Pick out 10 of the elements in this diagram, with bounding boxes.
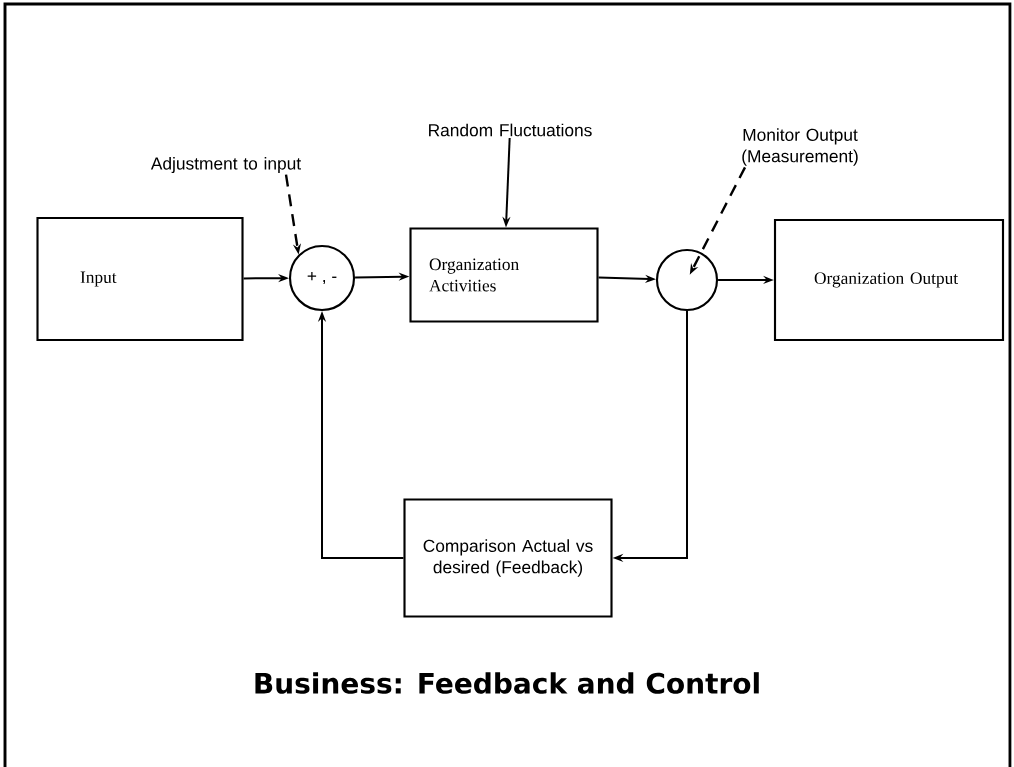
process-box: Input	[36, 216, 244, 342]
text-label: Random Fluctuations	[429, 123, 592, 137]
summing-junction: + , -	[288, 244, 356, 312]
measurement-circle	[655, 248, 719, 312]
process-box: Organization Activities	[409, 227, 599, 323]
process-box: Organization Output	[773, 218, 1005, 342]
text-label: Monitor Output (Measurement)	[742, 128, 858, 166]
caption: Business: Feedback and Control	[255, 672, 759, 694]
text-label: Adjustment to input	[150, 156, 301, 174]
process-box: Comparison Actual vs desired (Feedback)	[403, 498, 613, 618]
